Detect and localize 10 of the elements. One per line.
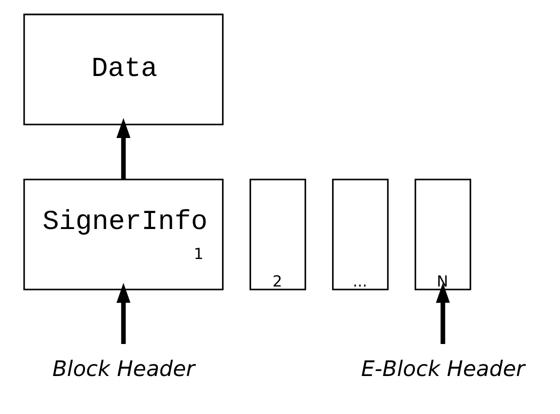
node-box: N [414,178,471,290]
arrow [116,282,130,344]
node-box: 2 [249,178,306,290]
node-box: SignerInfo 1 [22,178,224,290]
node-text: E-Block Header [360,357,524,382]
node-text: Block Header [52,357,194,382]
arrow [116,118,130,180]
node-box: Data [22,14,224,126]
arrow [435,282,450,344]
node-box: ... [332,178,388,290]
